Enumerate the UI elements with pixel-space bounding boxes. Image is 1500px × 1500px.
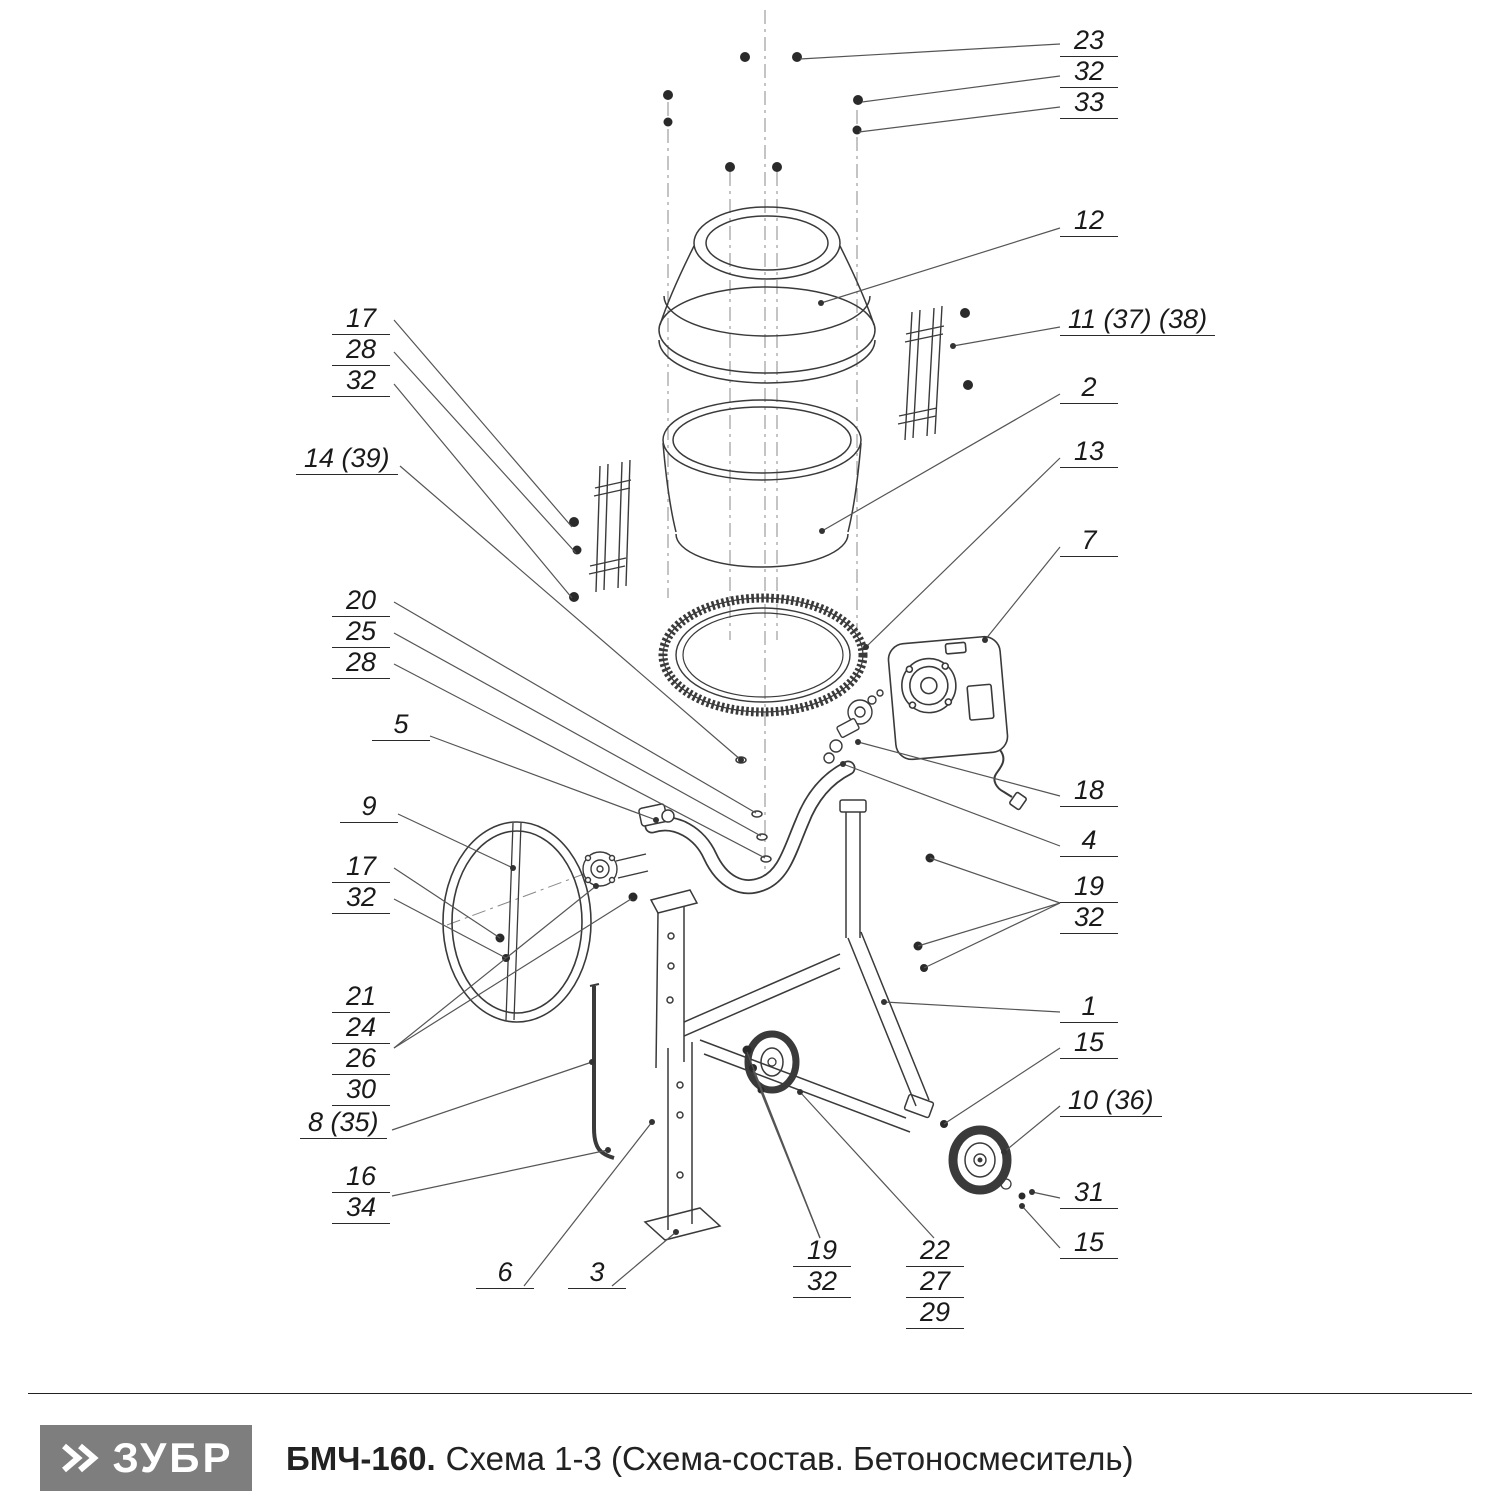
- part-number: 28: [332, 648, 390, 679]
- part-number: 32: [1060, 903, 1118, 934]
- leader-lines: [391, 43, 1061, 1287]
- part-number: 19: [1060, 872, 1118, 903]
- callout-16-34: 16 34: [332, 1162, 390, 1224]
- callout-17-28-32: 17 28 32: [332, 304, 390, 397]
- part-number: 26: [332, 1044, 390, 1075]
- schema-title: Схема 1-3 (Схема-состав. Бетоносмеситель…: [445, 1440, 1134, 1477]
- part-number: 23: [1060, 26, 1118, 57]
- part-number: 13: [1060, 437, 1118, 468]
- part-number: 2: [1060, 373, 1118, 404]
- drawing-title: БМЧ-160.Схема 1-3 (Схема-состав. Бетонос…: [286, 1440, 1134, 1478]
- brand-name: ЗУБР: [112, 1434, 234, 1481]
- frame: [643, 889, 841, 1241]
- callout-19-32-bottom: 19 32: [793, 1236, 851, 1298]
- callout-6: 6: [476, 1258, 534, 1289]
- part-number: 22: [906, 1236, 964, 1267]
- part-number: 12: [1060, 206, 1118, 237]
- callout-11-37-38: 11 (37) (38): [1060, 305, 1216, 336]
- part-number: 15: [1060, 1228, 1118, 1259]
- callout-18: 18: [1060, 776, 1118, 807]
- part-number: 27: [906, 1267, 964, 1298]
- part-number: 6: [476, 1258, 534, 1289]
- wheel-right: [948, 1125, 1012, 1195]
- model-number: БМЧ-160.: [286, 1440, 436, 1477]
- zubr-logo-icon: [62, 1443, 100, 1473]
- part-number: 32: [332, 366, 390, 397]
- part-number: 14 (39): [296, 444, 398, 475]
- part-number: 20: [332, 586, 390, 617]
- part-number: 33: [1060, 88, 1118, 119]
- leg-assembly: [699, 799, 935, 1133]
- bracket-right: [897, 305, 945, 441]
- part-number: 19: [793, 1236, 851, 1267]
- part-number: 29: [906, 1298, 964, 1329]
- callout-22-27-29: 22 27 29: [906, 1236, 964, 1329]
- callout-19-32-right: 19 32: [1060, 872, 1118, 934]
- part-number: 32: [1060, 57, 1118, 88]
- callout-31: 31: [1060, 1178, 1118, 1209]
- callout-9: 9: [340, 792, 398, 823]
- part-number: 31: [1060, 1178, 1118, 1209]
- part-number: 15: [1060, 1028, 1118, 1059]
- ring-gear: [658, 593, 868, 717]
- part-number: 1: [1060, 992, 1118, 1023]
- bracket-left: [588, 459, 632, 593]
- callout-5: 5: [372, 710, 430, 741]
- leader-dots: [510, 300, 1035, 1235]
- callout-2: 2: [1060, 373, 1118, 404]
- callout-23-32-33: 23 32 33: [1060, 26, 1118, 119]
- part-number: 17: [332, 852, 390, 883]
- motor: [887, 635, 1027, 811]
- callout-10-36: 10 (36): [1060, 1086, 1162, 1117]
- footer-divider: [28, 1393, 1472, 1394]
- part-number: 24: [332, 1013, 390, 1044]
- bowl-bottom: [662, 399, 862, 568]
- support-tube: [638, 756, 856, 895]
- callout-12: 12: [1060, 206, 1118, 237]
- part-number: 11 (37) (38): [1060, 305, 1216, 336]
- part-number: 32: [332, 883, 390, 914]
- callout-21-24-26-30: 21 24 26 30: [332, 982, 390, 1106]
- part-number: 3: [568, 1258, 626, 1289]
- callout-3: 3: [568, 1258, 626, 1289]
- fasteners: [495, 52, 1026, 1200]
- part-number: 7: [1060, 526, 1118, 557]
- part-number: 16: [332, 1162, 390, 1193]
- part-number: 21: [332, 982, 390, 1013]
- handwheel-hub: [582, 851, 649, 887]
- callout-7: 7: [1060, 526, 1118, 557]
- callout-1: 1: [1060, 992, 1118, 1023]
- callout-4: 4: [1060, 826, 1118, 857]
- callout-17-32: 17 32: [332, 852, 390, 914]
- part-number: 5: [372, 710, 430, 741]
- part-number: 9: [340, 792, 398, 823]
- callout-8-35: 8 (35): [300, 1108, 387, 1139]
- callout-14-39: 14 (39): [296, 444, 398, 475]
- part-number: 30: [332, 1075, 390, 1106]
- wheel-center: [744, 1030, 800, 1094]
- part-number: 28: [332, 335, 390, 366]
- part-number: 18: [1060, 776, 1118, 807]
- handwheel: [442, 821, 592, 1023]
- callout-15-lower: 15: [1060, 1228, 1118, 1259]
- part-number: 34: [332, 1193, 390, 1224]
- callout-13: 13: [1060, 437, 1118, 468]
- tilt-lock-rod: [589, 983, 615, 1160]
- construction-lines: [446, 10, 858, 926]
- callout-20-25-28: 20 25 28: [332, 586, 390, 679]
- brand-logo: ЗУБР: [40, 1425, 252, 1491]
- part-number: 25: [332, 617, 390, 648]
- part-number: 4: [1060, 826, 1118, 857]
- callout-15-upper: 15: [1060, 1028, 1118, 1059]
- bowl-top: [658, 206, 876, 384]
- part-number: 8 (35): [300, 1108, 387, 1139]
- part-number: 17: [332, 304, 390, 335]
- part-number: 32: [793, 1267, 851, 1298]
- drive-shaft-assembly: [823, 689, 884, 764]
- part-number: 10 (36): [1060, 1086, 1162, 1117]
